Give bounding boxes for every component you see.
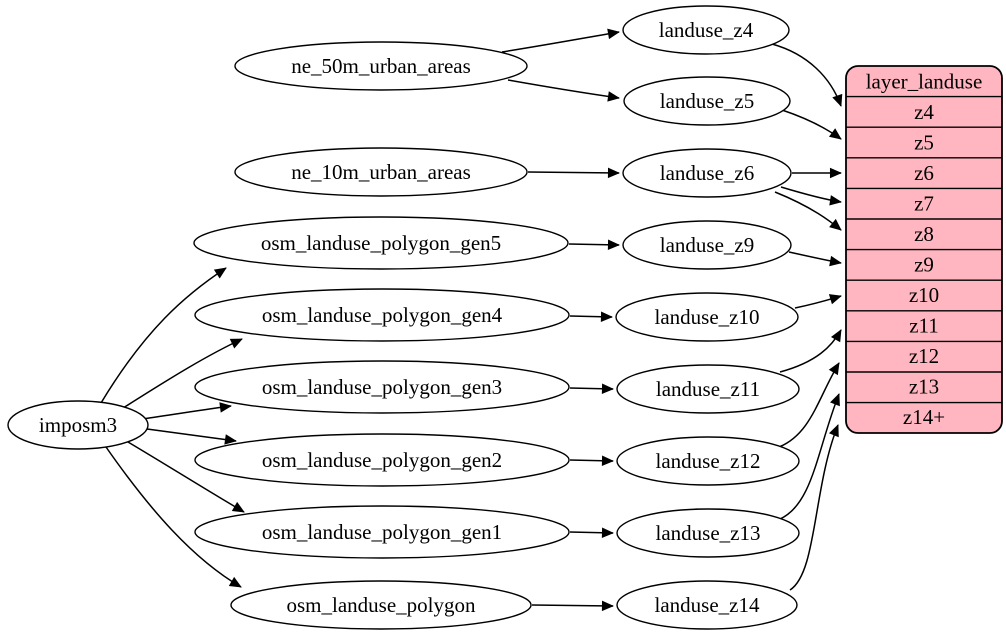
node-osm-landuse-polygon: osm_landuse_polygon	[230, 580, 532, 630]
osm-landuse-polygon-label: osm_landuse_polygon	[287, 593, 476, 617]
node-landuse-z10: landuse_z10	[615, 292, 799, 342]
edge-landuse_z6-to-row-z7	[780, 186, 842, 206]
edge-osm_landuse_polygon_gen5-to-landuse_z9	[568, 239, 620, 251]
table-row-z14plus: z14+	[903, 405, 945, 429]
edge-imposm3-to-osm_landuse_polygon_gen2	[146, 428, 237, 445]
layer-landuse-table: layer_landuse z4 z5 z6 z7 z8 z9 z10 z11 …	[845, 65, 1003, 434]
gen4-label: osm_landuse_polygon_gen4	[262, 303, 503, 327]
gen5-ellipse	[193, 216, 569, 270]
landuse-z10-label: landuse_z10	[655, 305, 760, 329]
gen4-ellipse	[194, 288, 570, 342]
node-osm-landuse-polygon-gen3: osm_landuse_polygon_gen3	[194, 360, 570, 414]
table-row-z4: z4	[914, 100, 934, 124]
node-layer: imposm3 ne_50m_urban_areas ne_10m_urban_…	[7, 5, 800, 630]
landuse-z12-label: landuse_z12	[656, 449, 761, 473]
edge-landuse_z9-to-row-z9	[788, 251, 842, 267]
table-row-z7: z7	[914, 192, 934, 216]
table-row-z6: z6	[914, 161, 934, 185]
table-row-z8: z8	[914, 222, 934, 246]
edge-osm_landuse_polygon_gen4-to-landuse_z10	[569, 311, 613, 323]
edge-osm_landuse_polygon-to-landuse_z14	[531, 600, 614, 612]
table-row-z9: z9	[914, 253, 934, 277]
ne-10m-ellipse	[234, 147, 528, 197]
gen3-ellipse	[194, 360, 570, 414]
gen1-ellipse	[194, 505, 570, 559]
edge-ne_10m_urban_areas-to-landuse_z6	[527, 167, 620, 179]
ne-50m-label: ne_50m_urban_areas	[291, 54, 471, 78]
imposm3-ellipse	[7, 400, 149, 450]
node-ne-50m-urban-areas: ne_50m_urban_areas	[234, 41, 528, 91]
gen3-label: osm_landuse_polygon_gen3	[262, 375, 502, 399]
table-row-z12: z12	[909, 344, 939, 368]
edge-landuse_z12-to-row-z12	[778, 362, 840, 448]
ne-10m-label: ne_10m_urban_areas	[291, 160, 471, 184]
edge-osm_landuse_polygon_gen2-to-landuse_z12	[569, 455, 614, 467]
landuse-z6-label: landuse_z6	[660, 161, 754, 185]
landuse-z9-label: landuse_z9	[660, 233, 754, 257]
landuse-z6-ellipse	[622, 148, 792, 198]
node-landuse-z12: landuse_z12	[616, 436, 800, 486]
edge-imposm3-to-osm_landuse_polygon_gen1	[127, 441, 245, 513]
landuse-z14-ellipse	[616, 580, 798, 630]
edge-osm_landuse_polygon_gen3-to-landuse_z11	[569, 383, 614, 395]
edge-imposm3-to-osm_landuse_polygon_gen3	[141, 402, 232, 420]
ne-50m-ellipse	[234, 41, 528, 91]
edge-imposm3-to-osm_landuse_polygon_gen5	[100, 267, 227, 404]
landuse-z4-label: landuse_z4	[659, 18, 754, 42]
node-landuse-z9: landuse_z9	[622, 220, 792, 270]
node-landuse-z11: landuse_z11	[616, 364, 800, 414]
edge-landuse_z4-to-row-z4	[771, 43, 843, 107]
node-osm-landuse-polygon-gen4: osm_landuse_polygon_gen4	[194, 288, 570, 342]
table-row-dividers	[846, 95, 1002, 404]
edge-layer	[100, 28, 843, 612]
table-row-z13: z13	[909, 375, 939, 399]
edge-landuse_z11-to-row-z11	[779, 329, 842, 373]
edge-ne_50m_urban_areas-to-landuse_z5	[507, 79, 620, 102]
landuse-z9-ellipse	[622, 220, 792, 270]
node-ne-10m-urban-areas: ne_10m_urban_areas	[234, 147, 528, 197]
landuse-z5-label: landuse_z5	[660, 89, 754, 113]
landuse-z14-label: landuse_z14	[655, 593, 760, 617]
node-landuse-z6: landuse_z6	[622, 148, 792, 198]
node-landuse-z4: landuse_z4	[622, 5, 790, 55]
table-title: layer_landuse	[866, 70, 983, 94]
table-row-z5: z5	[914, 131, 934, 155]
landuse-z11-label: landuse_z11	[656, 377, 760, 401]
landuse-z10-ellipse	[615, 292, 799, 342]
landuse-z13-ellipse	[616, 508, 800, 558]
node-imposm3: imposm3	[7, 400, 149, 450]
gen2-label: osm_landuse_polygon_gen2	[262, 448, 502, 472]
node-osm-landuse-polygon-gen2: osm_landuse_polygon_gen2	[194, 433, 570, 487]
gen1-label: osm_landuse_polygon_gen1	[262, 520, 502, 544]
node-landuse-z13: landuse_z13	[616, 508, 800, 558]
gen5-label: osm_landuse_polygon_gen5	[261, 231, 501, 255]
edge-landuse_z6-to-row-z8	[774, 191, 842, 231]
edge-osm_landuse_polygon_gen1-to-landuse_z13	[569, 527, 614, 539]
edge-imposm3-to-osm_landuse_polygon_gen4	[119, 338, 243, 411]
node-landuse-z5: landuse_z5	[623, 76, 791, 126]
edge-landuse_z13-to-row-z13	[779, 393, 840, 520]
table-row-z11: z11	[909, 314, 939, 338]
edge-landuse_z10-to-row-z10	[794, 294, 842, 309]
osm-landuse-polygon-ellipse	[230, 580, 532, 630]
landuse-z5-ellipse	[623, 76, 791, 126]
landuse-z12-ellipse	[616, 436, 800, 486]
node-osm-landuse-polygon-gen5: osm_landuse_polygon_gen5	[193, 216, 569, 270]
node-osm-landuse-polygon-gen1: osm_landuse_polygon_gen1	[194, 505, 570, 559]
edge-imposm3-to-osm_landuse_polygon	[105, 446, 242, 588]
node-landuse-z14: landuse_z14	[616, 580, 798, 630]
landuse-z4-ellipse	[622, 5, 790, 55]
edge-landuse_z14-to-row-z14plus	[789, 424, 839, 591]
landuse-z13-label: landuse_z13	[656, 521, 761, 545]
edge-landuse_z5-to-row-z5	[781, 109, 842, 140]
landuse-z11-ellipse	[616, 364, 800, 414]
gen2-ellipse	[194, 433, 570, 487]
edge-ne_50m_urban_areas-to-landuse_z4	[501, 28, 620, 53]
table-row-z10: z10	[909, 283, 939, 307]
imposm3-label: imposm3	[39, 413, 117, 437]
